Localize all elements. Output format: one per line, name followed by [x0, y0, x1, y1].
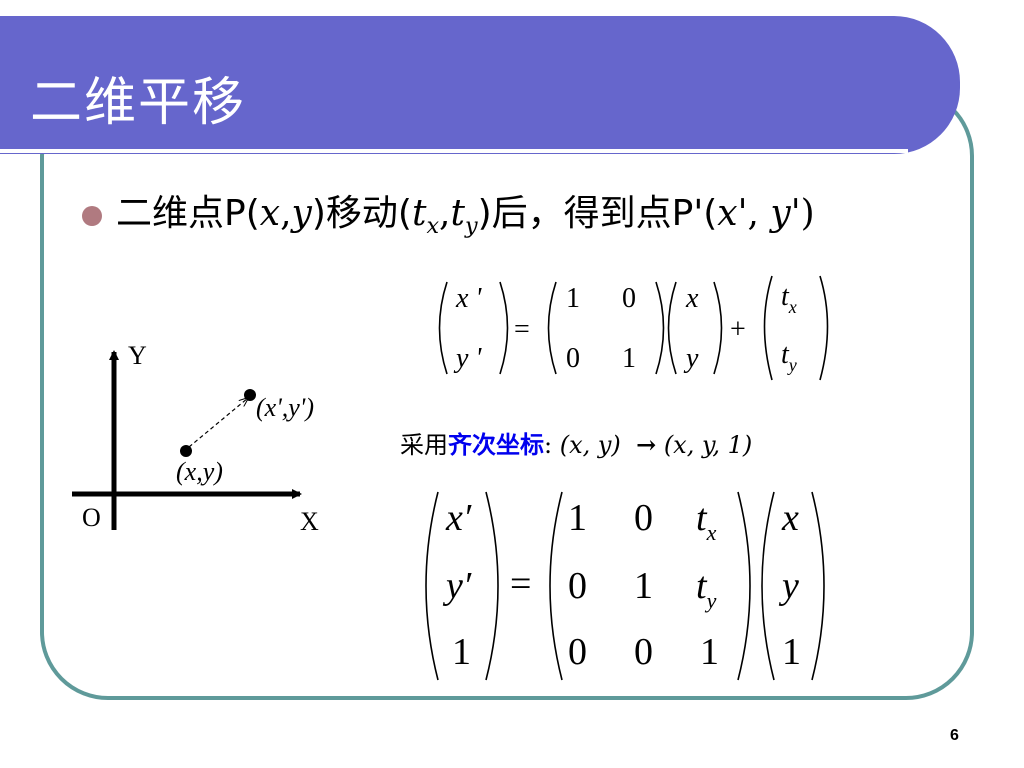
- x-axis-label: X: [300, 507, 319, 536]
- eq2-vec-1: 1: [782, 631, 801, 673]
- eq2-lhs-right-paren: [485, 491, 499, 681]
- eq1-vec-left-paren: [667, 281, 677, 375]
- eq1-tx-t: t: [781, 281, 790, 312]
- eq1-tx-sub: x: [788, 297, 797, 317]
- eq2-m13: tx: [696, 497, 717, 545]
- bullet-text: 二维点P(x,y)移动(tx,ty)后，得到点P'(x', y'): [116, 191, 815, 237]
- eq2-lhs-x: x′: [445, 497, 472, 539]
- bullet-mid: )移动(: [311, 193, 412, 234]
- eq1-ty: ty: [781, 339, 797, 375]
- homogeneous-to: (x, y, 1): [663, 431, 753, 459]
- eq2-equals: =: [510, 563, 531, 605]
- bullet-ty: t: [450, 193, 465, 234]
- homogeneous-prefix: 采用: [400, 431, 448, 459]
- eq1-matrix-left-paren: [547, 281, 557, 375]
- slide-title: 二维平移: [30, 73, 247, 133]
- eq2-vec-y: y: [778, 565, 799, 607]
- eq1-vec-x: x: [685, 283, 699, 314]
- eq2-vec-right-paren: [811, 491, 825, 681]
- eq1-equals: =: [514, 314, 530, 345]
- eq2-m32: 0: [634, 631, 653, 673]
- bullet-xp: x: [717, 193, 738, 234]
- eq1-lhs-x: x ': [455, 283, 482, 314]
- bullet-y: y: [291, 193, 312, 234]
- translation-equation: x ' y ' = 1 0 0 1 x y + tx ty: [438, 275, 829, 381]
- eq1-m11: 1: [566, 283, 580, 314]
- eq2-m12: 0: [634, 497, 653, 539]
- eq1-ty-t: t: [781, 339, 790, 370]
- eq2-vec-left-paren: [761, 491, 775, 681]
- eq1-t-right-paren: [819, 275, 829, 381]
- eq2-m13-sub: x: [706, 520, 717, 545]
- bullet-ty-sub: y: [464, 212, 478, 239]
- eq1-ty-sub: y: [787, 355, 797, 375]
- point-p-prime: [244, 389, 256, 401]
- bullet-tx: t: [411, 193, 427, 234]
- eq2-matrix-left-paren: [549, 491, 563, 681]
- eq1-m22: 1: [622, 343, 636, 374]
- bullet-after: )后，得到点P'(: [477, 193, 718, 234]
- eq2-m22: 1: [634, 565, 653, 607]
- eq2-m23-sub: y: [705, 588, 717, 613]
- homogeneous-equation: x′ y′ 1 = 1 0 0 1 0 0 1 tx ty x y 1: [425, 491, 825, 681]
- right-arrow-icon: →: [636, 430, 657, 459]
- eq2-lhs-y: y′: [442, 565, 472, 607]
- y-axis-label: Y: [128, 341, 147, 370]
- eq1-matrix-right-paren: [655, 281, 665, 375]
- eq1-m21: 0: [566, 343, 580, 374]
- bullet-prefix: 二维点P(: [116, 193, 260, 234]
- homogeneous-from: (x, y): [559, 431, 621, 459]
- eq1-lhs-left-paren: [438, 281, 448, 375]
- page-number: 6: [950, 727, 959, 744]
- point-p-label: (x,y): [176, 457, 223, 486]
- bullet-dot-icon: [82, 206, 102, 226]
- homogeneous-keyword: 齐次坐标: [448, 431, 544, 459]
- homogeneous-line: 采用齐次坐标: (x, y) → (x, y, 1): [400, 425, 752, 460]
- eq2-m13-t: t: [696, 497, 708, 539]
- bullet-sep: ',: [737, 193, 771, 234]
- eq2-lhs-1: 1: [452, 631, 471, 673]
- title-bar: 二维平移: [0, 16, 960, 154]
- eq1-lhs-y: y ': [453, 343, 482, 374]
- eq1-plus: +: [730, 314, 746, 345]
- eq1-vec-right-paren: [713, 281, 723, 375]
- eq1-vec-y: y: [683, 343, 699, 374]
- origin-label: O: [82, 503, 101, 532]
- bullet-x: x: [259, 193, 281, 234]
- slide-frame: [40, 88, 974, 700]
- point-p: [180, 445, 192, 457]
- eq1-t-left-paren: [763, 275, 773, 381]
- eq2-matrix-right-paren: [737, 491, 751, 681]
- translation-arrow: [188, 398, 248, 448]
- eq2-m23: ty: [696, 565, 717, 613]
- bullet-tx-sub: x: [426, 212, 440, 239]
- eq2-m31: 0: [568, 631, 587, 673]
- bullet-comma: ,: [280, 193, 292, 234]
- eq2-m11: 1: [568, 497, 587, 539]
- eq1-lhs-right-paren: [499, 281, 509, 375]
- eq2-vec-x: x: [781, 497, 799, 539]
- bullet-comma-2: ,: [439, 193, 451, 234]
- eq1-tx: tx: [781, 281, 797, 317]
- homogeneous-colon: :: [544, 431, 560, 459]
- bullet-end: '): [790, 193, 815, 234]
- title-underline: [0, 149, 908, 153]
- eq2-lhs-left-paren: [425, 491, 439, 681]
- eq2-m33: 1: [700, 631, 719, 673]
- coordinate-diagram: Y X O (x,y) (x',y'): [72, 341, 319, 536]
- bullet-yp: y: [770, 193, 791, 234]
- eq2-m21: 0: [568, 565, 587, 607]
- eq2-m23-t: t: [696, 565, 708, 607]
- eq1-m12: 0: [622, 283, 636, 314]
- point-p-prime-label: (x',y'): [256, 393, 314, 422]
